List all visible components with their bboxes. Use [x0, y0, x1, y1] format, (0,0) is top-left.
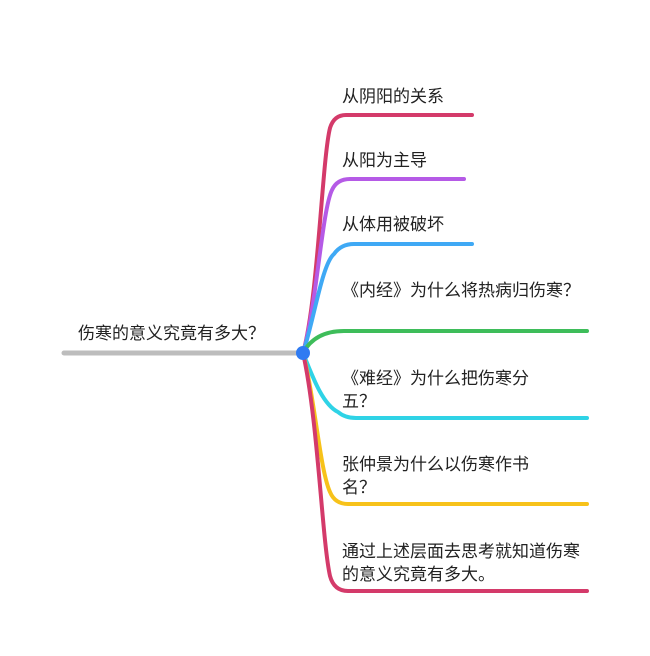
branch-line-conclusion — [301, 351, 589, 593]
branch-label-nanjing[interactable]: 《难经》为什么把伤寒分五？ — [342, 369, 529, 412]
branch-label-yang-dominant[interactable]: 从阳为主导 — [342, 151, 427, 171]
branch-label-yinyang[interactable]: 从阴阳的关系 — [342, 87, 444, 107]
branch-label-zhangzhongjing[interactable]: 张仲景为什么以伤寒作书名？ — [342, 455, 529, 498]
branch-line-nanjing — [301, 351, 589, 420]
branch-label-substance-function[interactable]: 从体用被破坏 — [342, 215, 444, 235]
branch-line-neijing — [301, 329, 589, 355]
branch-line-yang-dominant — [301, 177, 466, 355]
root-topic-label[interactable]: 伤寒的意义究竟有多大？ — [78, 324, 265, 344]
root-node-dot[interactable] — [296, 346, 310, 360]
branch-label-conclusion[interactable]: 通过上述层面去思考就知道伤寒的意义究竟有多大。 — [342, 542, 580, 585]
branch-line-substance-function — [301, 242, 474, 355]
branch-label-neijing[interactable]: 《内经》为什么将热病归伤寒？ — [342, 281, 580, 301]
